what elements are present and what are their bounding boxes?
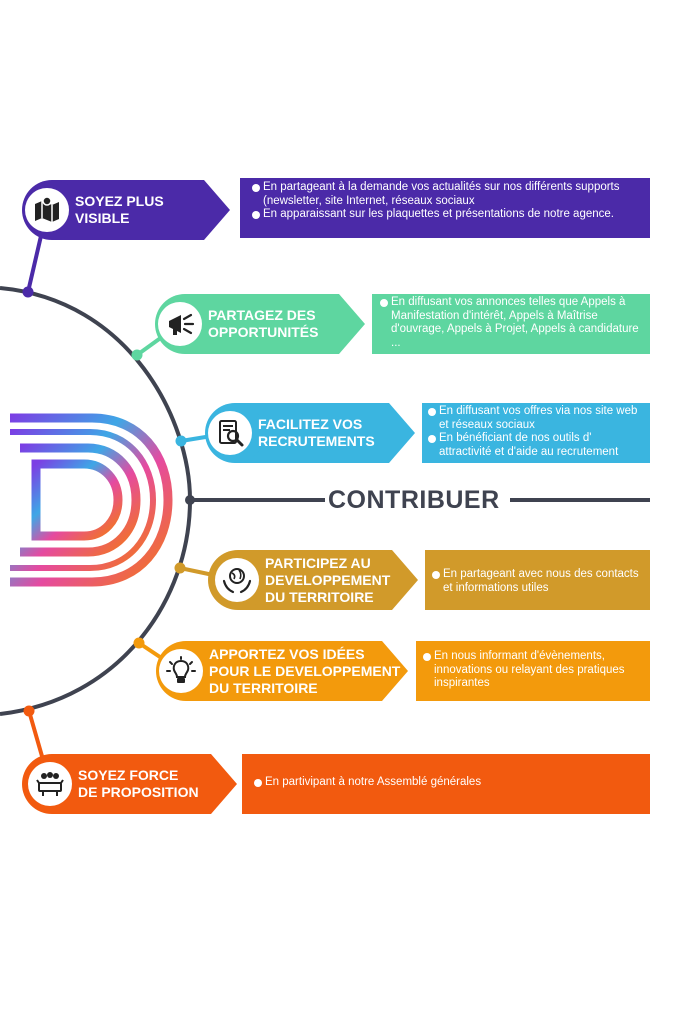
badge-arrow (186, 641, 408, 701)
icon-disc (215, 558, 259, 602)
bullet-item: En nous informant d'évènements, innovati… (423, 650, 645, 691)
item-title-line: SOYEZ FORCE (78, 767, 179, 783)
center-label: CONTRIBUER (328, 486, 500, 514)
item-title-line: APPORTEZ VOS IDÉES (209, 645, 365, 662)
lightbulb-icon (166, 656, 196, 683)
description-box (416, 641, 650, 701)
item-title-line: DU TERRITOIRE (265, 588, 374, 605)
d-logo (10, 413, 173, 587)
arc-dot (131, 349, 143, 361)
badge-arrow (52, 754, 237, 814)
item-description: En partivipant à notre Assemblé générale… (254, 776, 646, 790)
bullet-item: En partivipant à notre Assemblé générale… (254, 776, 646, 790)
item-title-line: FACILITEZ VOS (258, 416, 363, 432)
item-title-line: RECRUTEMENTS (258, 433, 375, 449)
item-title-line: PARTICIPEZ AU (265, 554, 371, 571)
bullet-item: En diffusant vos annonces telles que App… (380, 296, 646, 350)
badge-arrow (235, 403, 415, 463)
center-dot (185, 495, 195, 505)
item-title-line: VISIBLE (75, 210, 130, 226)
megaphone-icon (169, 313, 195, 335)
item-title-line: SOYEZ PLUS (75, 193, 164, 209)
item-title-line: DU TERRITOIRE (209, 679, 318, 696)
item-description: En partageant à la demande vos actualité… (252, 181, 644, 222)
map-pin-icon (35, 196, 59, 222)
bullet-item: En apparaissant sur les plaquettes et pr… (252, 208, 644, 222)
arc-dot (175, 435, 187, 447)
item-title-line: OPPORTUNITÉS (208, 324, 319, 340)
arc-dot (133, 637, 145, 649)
arc-dot (23, 705, 35, 717)
item-description: En diffusant vos offres via nos site web… (428, 405, 646, 459)
arc-dot (22, 286, 34, 298)
meeting-table-icon (36, 772, 64, 796)
globe-hands-icon (222, 568, 252, 594)
item-description: En diffusant vos annonces telles que App… (380, 296, 646, 350)
item-description: En partageant avec nous des contacts et … (432, 568, 644, 595)
icon-disc (28, 762, 72, 806)
arc-dot (174, 562, 186, 574)
main-arc (0, 286, 193, 716)
item-description: En nous informant d'évènements, innovati… (423, 650, 645, 691)
item-title-line: DE PROPOSITION (78, 784, 199, 800)
item-title-line: POUR LE DEVELOPPEMENT (209, 662, 401, 679)
description-box (242, 754, 650, 814)
badge-arrow (52, 180, 230, 240)
item-title-line: DEVELOPPEMENT (265, 571, 391, 588)
bullet-item: En partageant à la demande vos actualité… (252, 181, 644, 208)
bullet-item: En diffusant vos offres via nos site web… (428, 405, 646, 432)
description-box (372, 294, 650, 354)
icon-disc (25, 188, 69, 232)
description-box (240, 178, 650, 238)
document-search-icon (219, 420, 244, 447)
item-title-line: PARTAGEZ DES (208, 307, 316, 323)
description-box (422, 403, 650, 463)
icon-disc (208, 411, 252, 455)
description-box (425, 550, 650, 610)
badge-arrow (238, 550, 418, 610)
badge-arrow (185, 294, 365, 354)
icon-disc (159, 649, 203, 693)
icon-disc (158, 302, 202, 346)
bullet-item: En partageant avec nous des contacts et … (432, 568, 644, 595)
bullet-item: En bénéficiant de nos outils d' attracti… (428, 432, 646, 459)
